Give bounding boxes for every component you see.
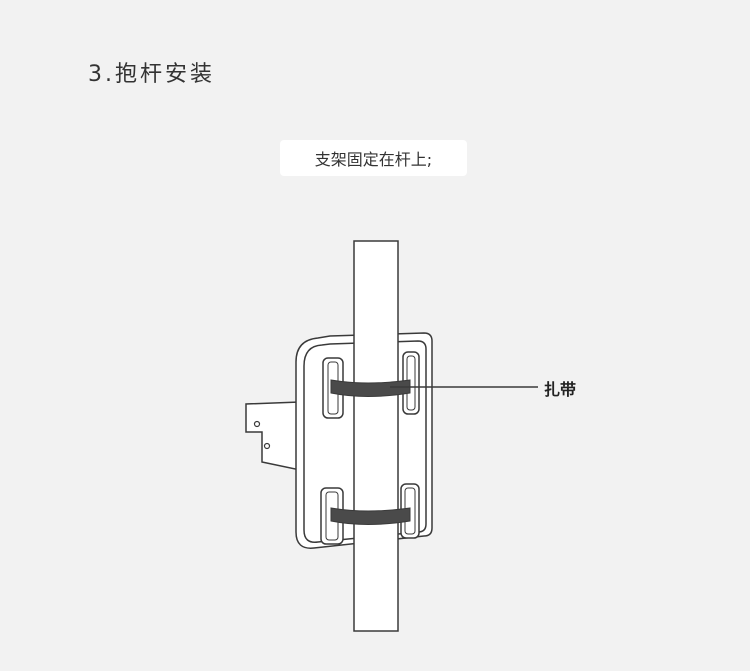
step-caption-box: 支架固定在杆上;	[280, 140, 467, 176]
mounting-hole-2	[263, 442, 271, 450]
mounting-hole-1	[253, 420, 261, 428]
mounting-tab	[245, 401, 301, 471]
cable-tie-lower	[330, 507, 411, 525]
step-caption: 支架固定在杆上;	[314, 150, 433, 169]
cable-tie-upper	[330, 379, 411, 397]
pole	[353, 240, 399, 632]
strap-label: 扎带	[544, 380, 577, 399]
section-title: 3.抱杆安装	[88, 62, 215, 87]
